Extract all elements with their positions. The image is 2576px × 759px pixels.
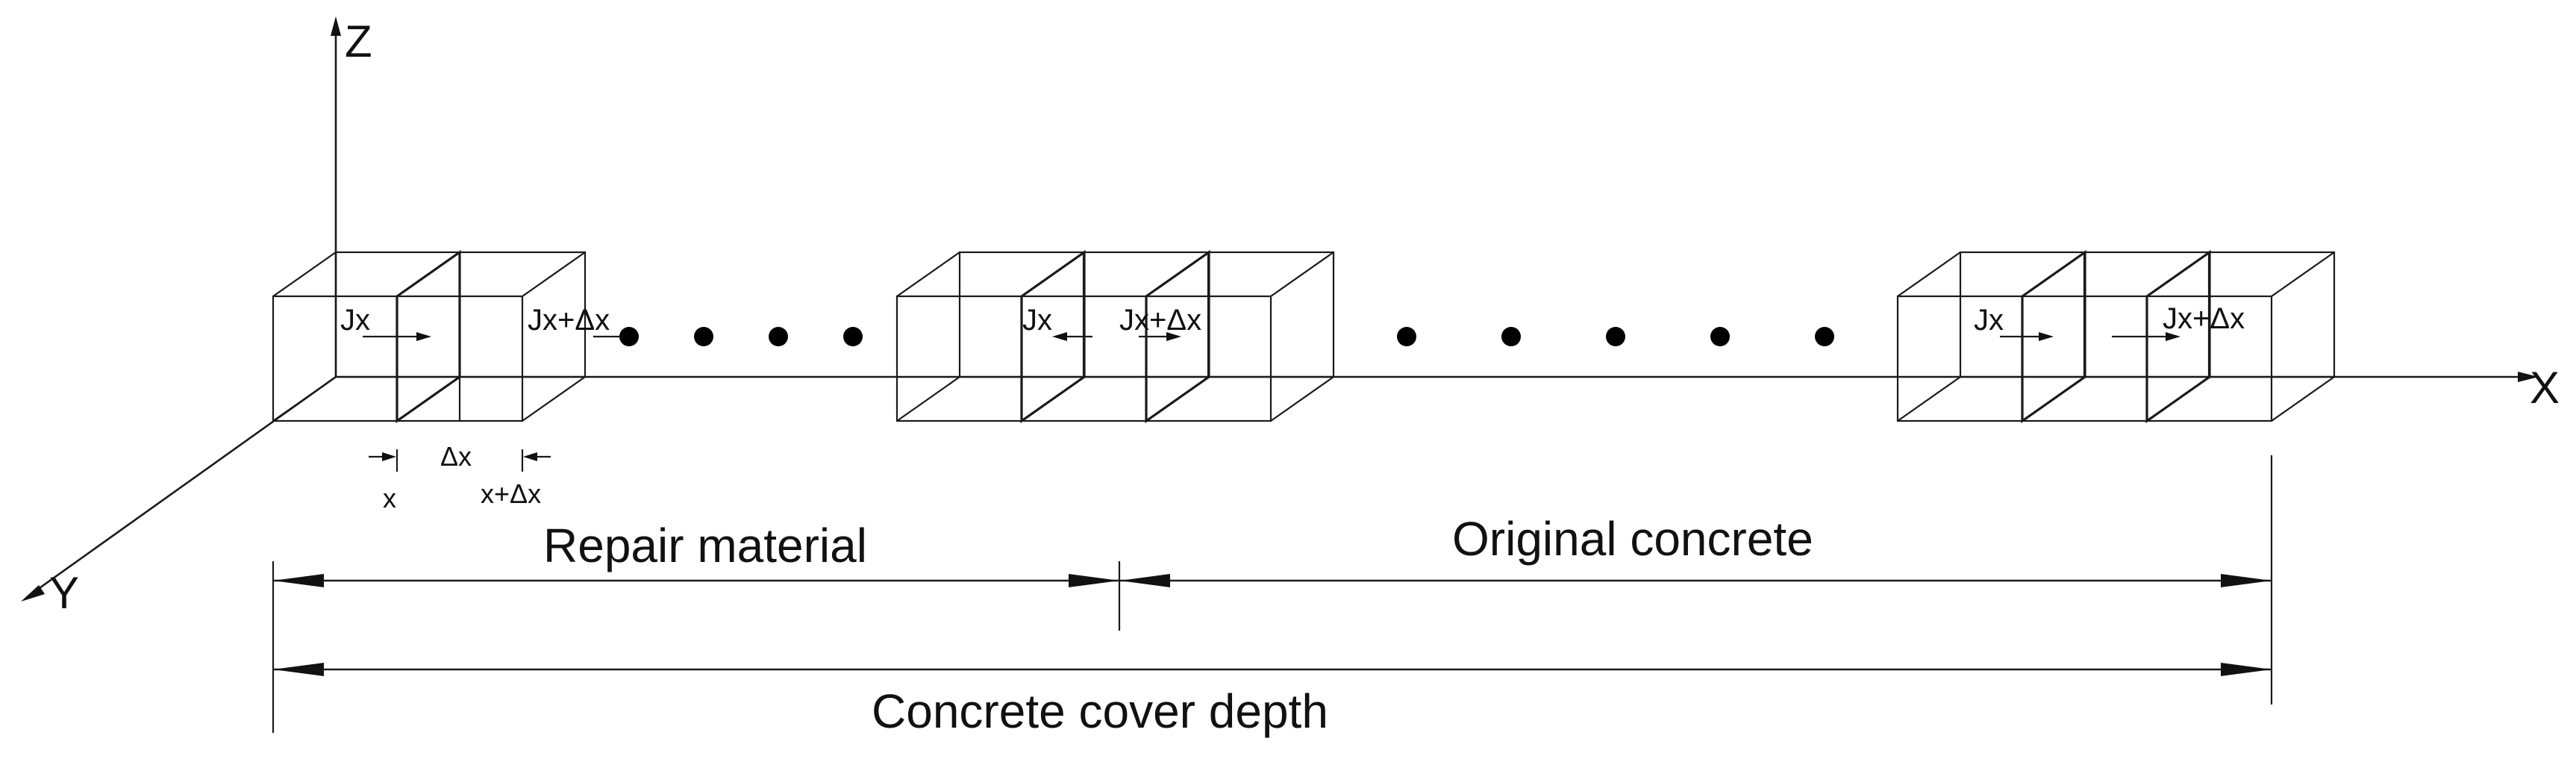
flux-in-label-3: Jx	[1974, 304, 2004, 337]
original-concrete-dimension	[1119, 574, 2272, 587]
original-concrete-label: Original concrete	[1452, 512, 1813, 566]
position-x-label: x	[383, 483, 396, 513]
position-x-dx-label: x+Δx	[481, 478, 541, 509]
cell-group-2	[895, 249, 1335, 424]
flux-in-label-2: Jx	[1022, 304, 1052, 337]
flux-in-label-1: Jx	[340, 304, 370, 337]
flux-out-label-1: Jx+Δx	[528, 304, 610, 337]
repair-material-label: Repair material	[543, 519, 867, 572]
y-axis-label: Y	[49, 568, 79, 618]
x-axis-label: X	[2530, 363, 2560, 413]
cell-group-3	[1896, 249, 2336, 424]
z-axis-label: Z	[345, 16, 372, 66]
ellipsis-dots-2	[1397, 327, 1834, 346]
flux-out-label-2: Jx+Δx	[1119, 304, 1201, 337]
concrete-cover-depth-dimension	[273, 663, 2272, 676]
concrete-cover-depth-label: Concrete cover depth	[872, 684, 1328, 738]
repair-material-dimension	[273, 574, 1119, 587]
cell-group-1	[272, 249, 637, 472]
ellipsis-dots-1	[619, 327, 863, 346]
delta-x-label: Δx	[440, 441, 472, 472]
flux-out-label-3: Jx+Δx	[2163, 302, 2245, 335]
